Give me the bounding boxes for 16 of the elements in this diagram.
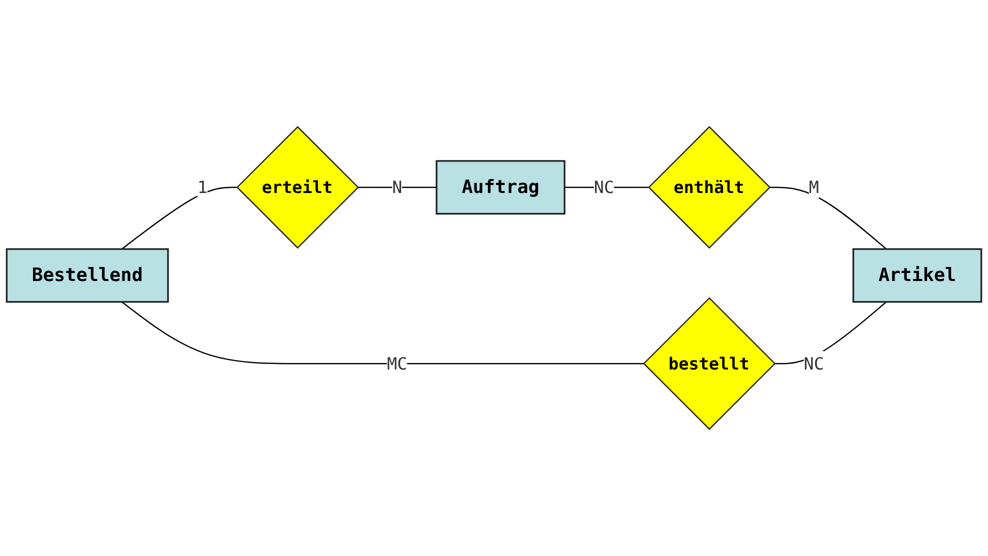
connector: [769, 186, 887, 250]
edge-label: MC: [387, 354, 408, 374]
node-diamond: erteilt: [236, 126, 359, 249]
node-diamond: enthält: [648, 126, 771, 249]
edge-label: NC: [594, 177, 614, 198]
edge-label: M: [808, 177, 819, 198]
node-box: Auftrag: [436, 160, 566, 215]
node-diamond: bestellt: [642, 297, 776, 430]
node-box: Artikel: [852, 248, 982, 303]
edge-label: NC: [804, 354, 824, 374]
node-box: Bestellend: [6, 248, 169, 303]
connector: [121, 186, 237, 250]
edge-label: 1: [197, 177, 208, 198]
connector: [358, 186, 437, 188]
connector: [121, 301, 644, 364]
edge-label: N: [392, 177, 402, 198]
